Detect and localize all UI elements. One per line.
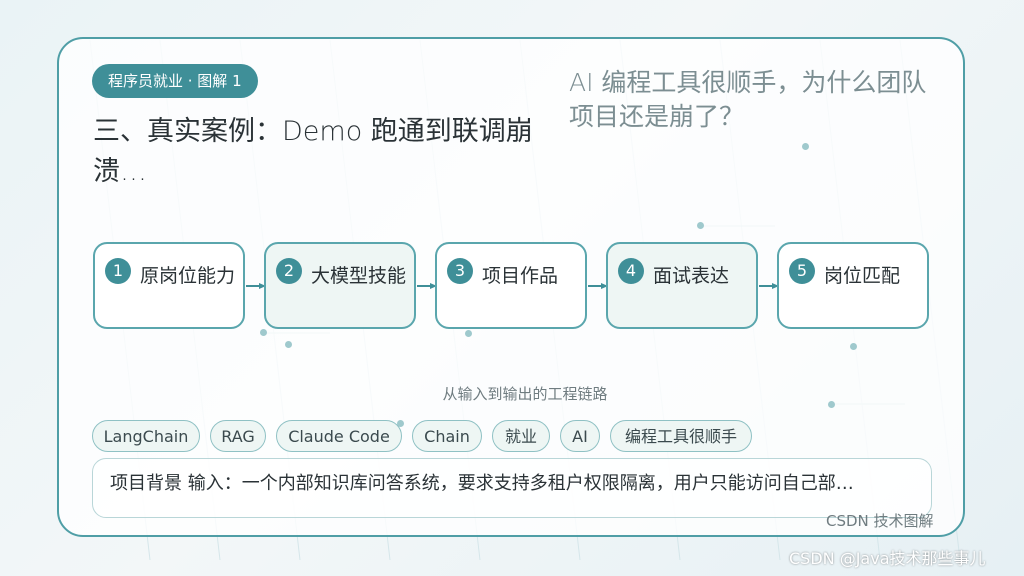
arrow-right-icon [417, 283, 437, 289]
background-text: 项目背景 输入：一个内部知识库问答系统，要求支持多租户权限隔离，用户只能访问自己… [110, 473, 854, 494]
keyword-chip: RAG [210, 420, 266, 452]
series-tag: 程序员就业 · 图解 1 [92, 64, 258, 98]
keyword-chip: 就业 [492, 420, 550, 452]
flow-step-1: 1 原岗位能力 [93, 242, 245, 329]
step-label: 面试表达 [653, 265, 730, 287]
step-number-badge: 2 [276, 258, 302, 284]
footer-mark: CSDN 技术图解 [826, 512, 934, 530]
keyword-chip: 编程工具很顺手 [610, 420, 752, 452]
decor-dot [465, 330, 472, 337]
step-label: 项目作品 [482, 265, 559, 287]
keyword-chip: Chain [412, 420, 482, 452]
step-number-badge: 5 [789, 258, 815, 284]
flow-step-5: 5 岗位匹配 [777, 242, 929, 329]
step-number-badge: 4 [618, 258, 644, 284]
decor-dot [828, 401, 835, 408]
decor-dot [285, 341, 292, 348]
arrow-right-icon [588, 283, 608, 289]
step-label: 大模型技能 [311, 265, 407, 287]
decor-dot [397, 420, 404, 427]
background-panel [92, 458, 932, 518]
flow-step-4: 4 面试表达 [606, 242, 758, 329]
step-label: 原岗位能力 [140, 265, 236, 287]
side-title: AI 编程工具很顺手，为什么团队项目还是崩了？ [569, 68, 927, 131]
step-number-badge: 1 [105, 258, 131, 284]
decor-dot [802, 143, 809, 150]
decor-dot [850, 343, 857, 350]
step-label: 岗位匹配 [824, 265, 901, 287]
watermark: CSDN @Java技术那些事儿 [789, 549, 986, 568]
flow-step-3: 3 项目作品 [435, 242, 587, 329]
step-number-badge: 3 [447, 258, 473, 284]
decor-dot [697, 222, 704, 229]
keyword-chip: LangChain [92, 420, 200, 452]
keyword-chip: AI [560, 420, 600, 452]
flow-step-2: 2 大模型技能 [264, 242, 416, 329]
keyword-chip: Claude Code [276, 420, 402, 452]
page-title: 三、真实案例：Demo 跑通到联调崩溃… [93, 116, 533, 187]
arrow-right-icon [246, 283, 266, 289]
flow-caption: 从输入到输出的工程链路 [442, 385, 608, 403]
arrow-right-icon [759, 283, 779, 289]
decor-dot [260, 329, 267, 336]
